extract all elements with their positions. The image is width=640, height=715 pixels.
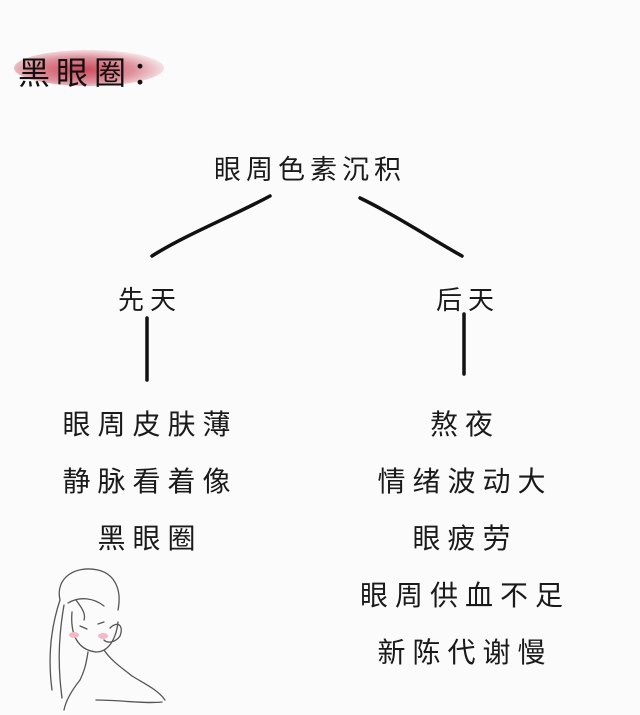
branch-label-congenital: 先天 [117,286,182,316]
list-item: 黑眼圈 [97,522,203,555]
acquired-cause-list: 熬夜 情绪波动大 眼疲劳 眼周供血不足 新陈代谢慢 [340,396,590,681]
title-highlight [14,50,164,86]
congenital-cause-list: 眼周皮肤薄 静脉看着像 黑眼圈 [30,396,270,567]
list-item: 情绪波动大 [377,465,553,498]
list-item: 眼疲劳 [412,522,518,555]
root-node: 眼周色素沉积 [214,155,406,186]
list-item: 眼周皮肤薄 [62,408,238,441]
list-item: 眼周供血不足 [359,579,570,612]
list-item: 静脉看着像 [62,465,238,498]
girl-illustration [49,568,166,711]
branch-label-acquired: 后天 [435,286,500,316]
connector-root-left [150,194,272,258]
list-item: 新陈代谢慢 [377,636,553,669]
title-group: 黑眼圈： [12,42,202,92]
list-item: 熬夜 [429,408,500,441]
connector-root-right [358,196,464,258]
page-title: 黑眼圈： [18,54,171,92]
